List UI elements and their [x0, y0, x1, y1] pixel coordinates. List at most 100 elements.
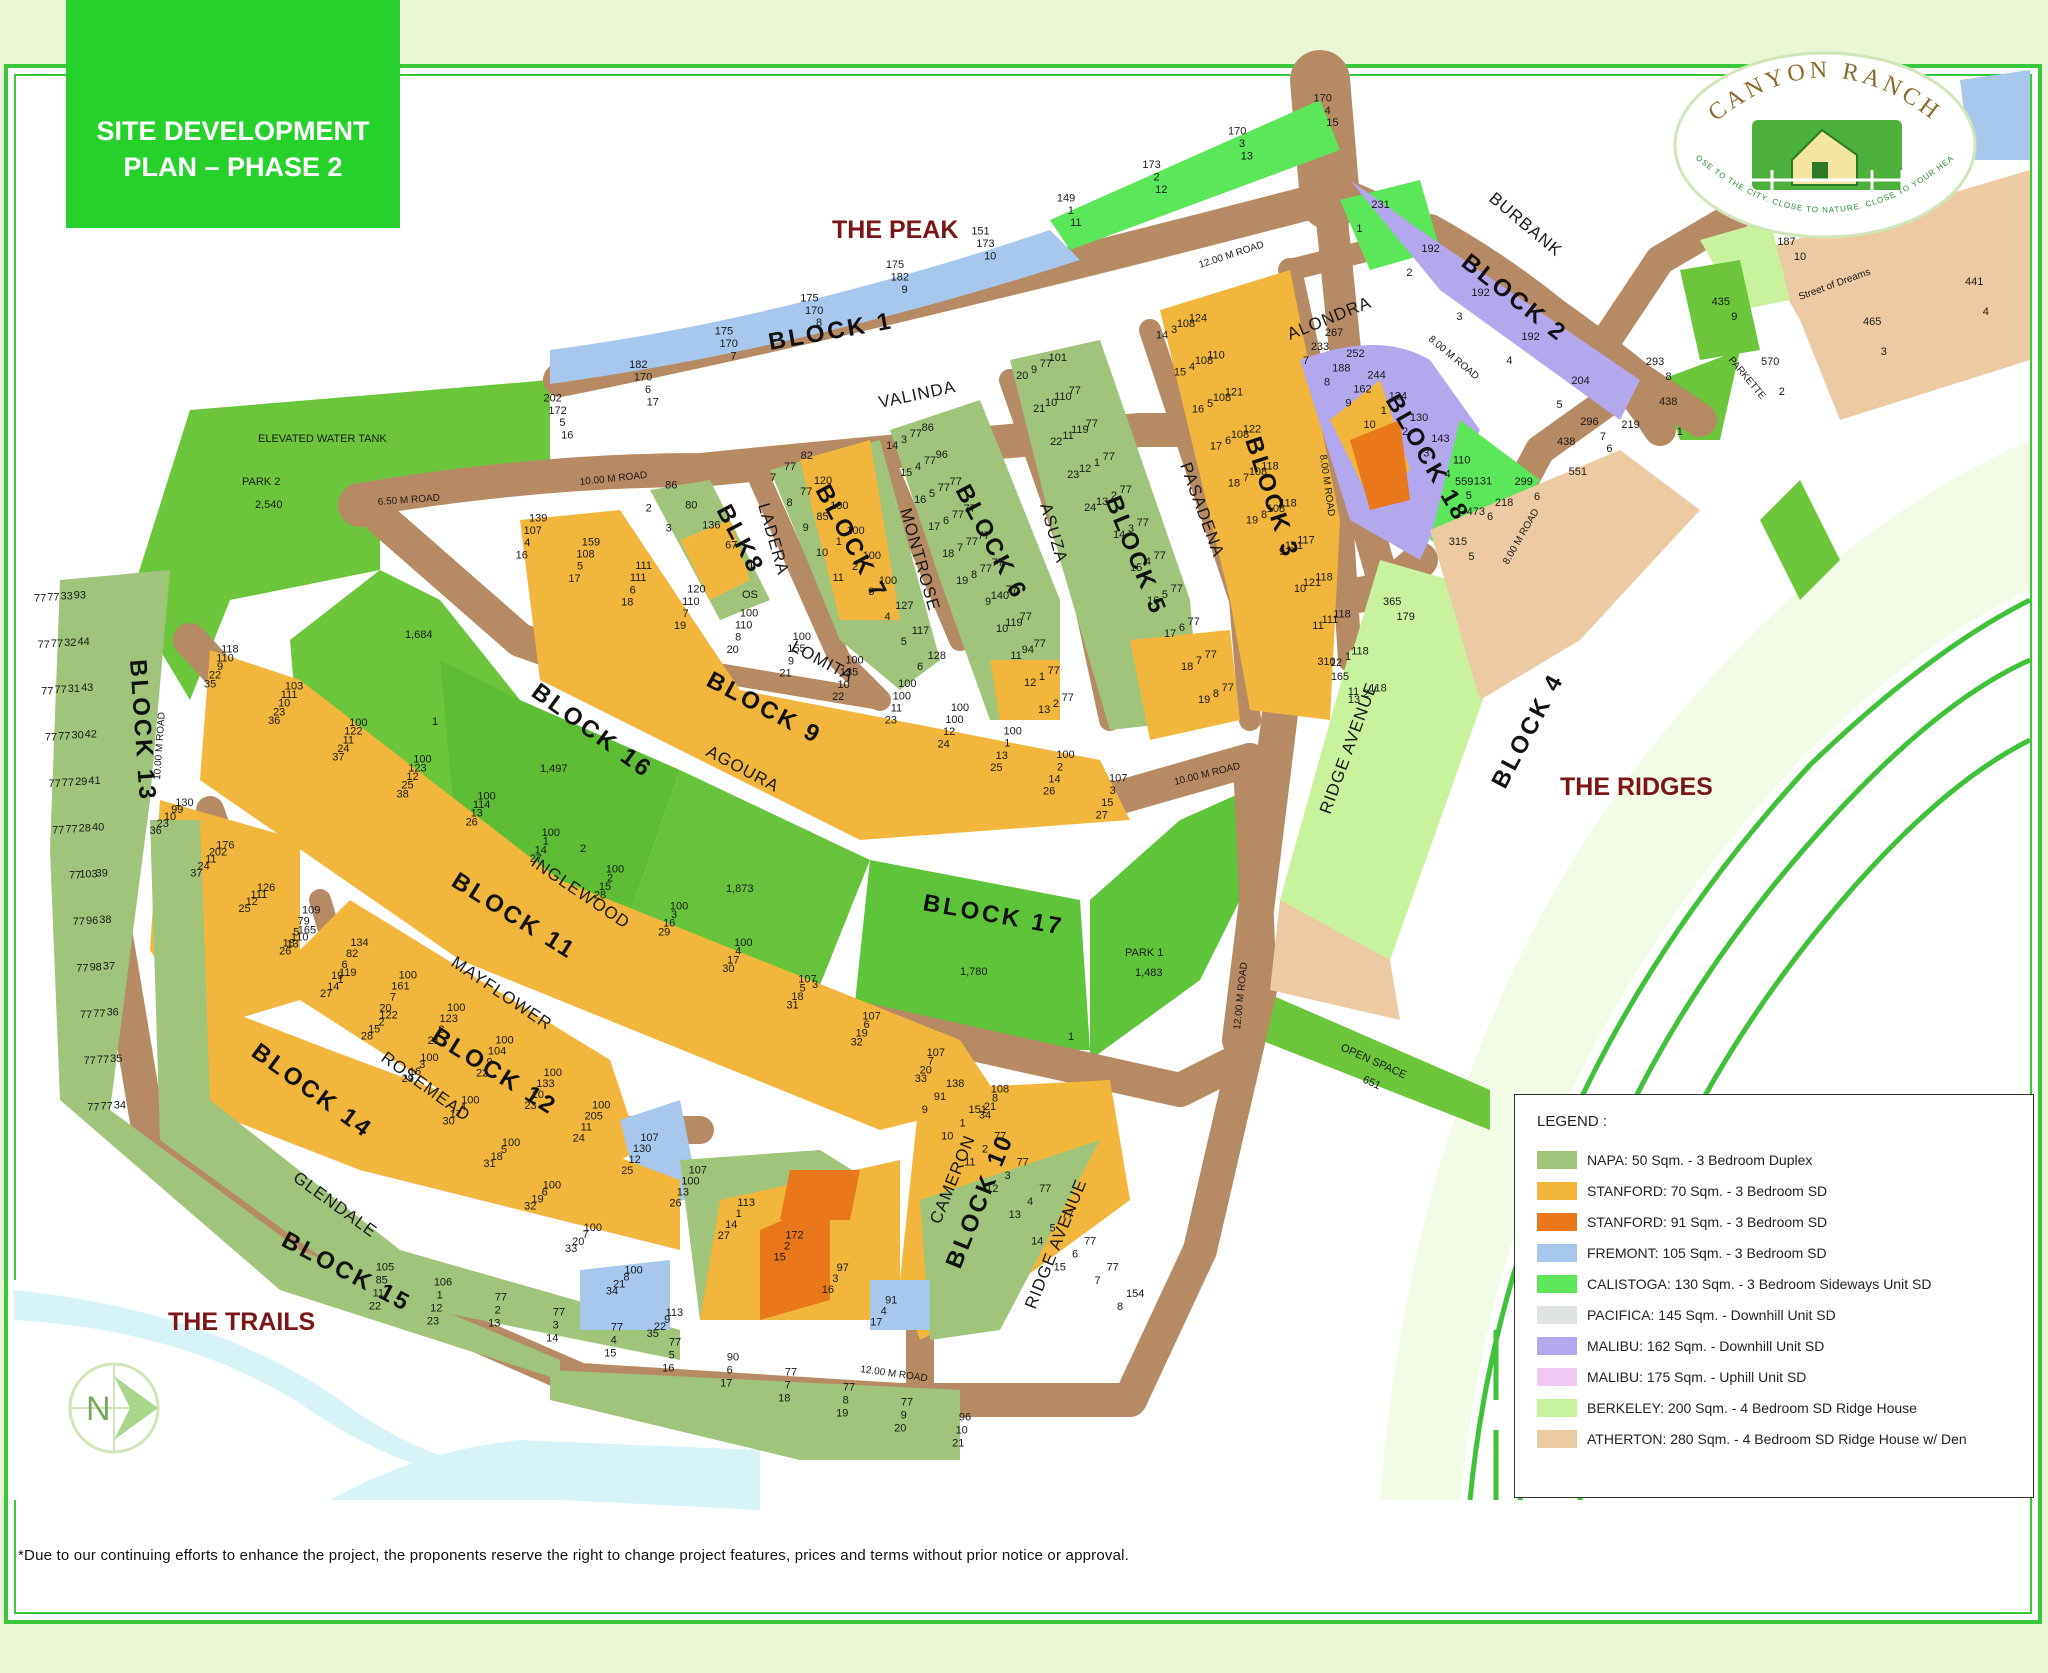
- lot-number: 19: [1246, 515, 1258, 527]
- lot-number: 77: [980, 563, 992, 575]
- lot-number: 21: [613, 1279, 625, 1291]
- block-6-napa: [890, 400, 1060, 720]
- lot-number: 133: [536, 1078, 554, 1090]
- lot-number: 110: [216, 652, 234, 664]
- block-12-stanford: [290, 900, 640, 1180]
- lot-number: 77: [1034, 638, 1046, 650]
- lot-number: 37: [332, 752, 344, 764]
- lot-number: 293: [1646, 356, 1664, 368]
- region-the-trails: THE TRAILS: [168, 1308, 315, 1336]
- lot-number: 117: [912, 625, 930, 637]
- lot-number: 182: [891, 272, 909, 284]
- lot-number: 187: [1777, 236, 1795, 248]
- lot-number: 20: [572, 1236, 584, 1248]
- lot-number: 19: [331, 970, 343, 982]
- lot-number: 100: [951, 702, 969, 714]
- lot-number: 21: [984, 1101, 996, 1113]
- legend-title: LEGEND :: [1537, 1113, 1608, 1130]
- lot-number: 2: [1053, 698, 1059, 710]
- lot-number: 139: [529, 513, 547, 525]
- lot-number: 161: [391, 981, 409, 993]
- lot-number: 100: [420, 1052, 438, 1064]
- lot-number: 3: [1171, 324, 1177, 336]
- water-stream: [14, 1280, 760, 1510]
- lot-number: 3: [1881, 346, 1887, 358]
- lot-number: 107: [927, 1047, 945, 1059]
- legend-item: CALISTOGA: 130 Sqm. - 3 Bedroom Sideways…: [1537, 1268, 2011, 1299]
- lot-number: 18: [621, 597, 633, 609]
- lot-number: 16: [663, 918, 675, 930]
- lot-number: 32: [851, 1036, 863, 1048]
- lot-number: 110: [291, 932, 309, 944]
- lot-number: 172: [548, 405, 566, 417]
- lot-number: 77: [784, 461, 796, 473]
- lot-number: 21: [428, 1035, 440, 1047]
- lot-number: 13: [488, 1318, 500, 1330]
- lot-number: 77: [495, 1292, 507, 1304]
- lot-number: 204: [1571, 375, 1589, 387]
- lot-number: 98: [90, 961, 102, 973]
- lot-number: 34: [114, 1099, 126, 1111]
- lot-number: 100: [740, 607, 758, 619]
- lot-number: 117: [1297, 534, 1315, 546]
- lot-number: 14: [1156, 330, 1168, 342]
- lot-number: 11: [1062, 430, 1073, 442]
- lot-number: 2: [646, 502, 652, 514]
- lot-number: 93: [74, 589, 86, 601]
- lot-number: 7: [682, 608, 688, 620]
- legend-swatch: [1537, 1398, 1577, 1417]
- label-b16-area-2: 1,497: [540, 763, 568, 775]
- lot-number: 110: [1207, 349, 1225, 361]
- lot-number: 202: [209, 847, 227, 859]
- region-the-peak: THE PEAK: [832, 216, 958, 244]
- lot-number: 205: [585, 1111, 603, 1123]
- lot-number: 10: [816, 547, 828, 559]
- lot-number: 23: [427, 1315, 439, 1327]
- legend-swatch: [1537, 1305, 1577, 1324]
- lot-number: 1: [543, 836, 549, 848]
- lot-number: 77: [87, 1102, 99, 1114]
- lot-number: 16: [1192, 404, 1204, 416]
- lot-number: 33: [915, 1073, 927, 1085]
- lot-number: 122: [1243, 423, 1261, 435]
- lot-number: 9: [487, 1057, 493, 1069]
- lot-number: 32: [524, 1200, 536, 1212]
- label-os: OS: [742, 589, 758, 601]
- lot-number: 10: [164, 811, 176, 823]
- lot-number: 7: [1094, 1275, 1100, 1287]
- lot-number: 35: [110, 1053, 122, 1065]
- lot-number: 11: [891, 703, 902, 715]
- lot-number: 24: [573, 1133, 585, 1145]
- lot-number: 77: [669, 1337, 681, 1349]
- lot-number: 108: [1213, 392, 1231, 404]
- lot-number: 6: [645, 384, 651, 396]
- lot-number: 80: [685, 500, 697, 512]
- lot-number: 108: [1267, 503, 1285, 515]
- lot-number: 77: [1205, 649, 1217, 661]
- lot-number: 7: [1243, 472, 1249, 484]
- lot-number: 16: [822, 1284, 834, 1296]
- lot-number: 33: [60, 591, 72, 603]
- lot-number: 96: [86, 915, 98, 927]
- lot-number: 4: [881, 1306, 887, 1318]
- lot-number: 77: [1062, 692, 1074, 704]
- lot-number: 20: [894, 1423, 906, 1435]
- lot-number: 130: [1410, 412, 1428, 424]
- label-park-1: PARK 1: [1125, 947, 1163, 959]
- lot-number: 6: [727, 1365, 733, 1377]
- lot-number: 12: [1024, 677, 1036, 689]
- lot-number: 77: [1006, 584, 1018, 596]
- lot-number: 3: [671, 909, 677, 921]
- lot-number: 77: [1120, 484, 1132, 496]
- lot-number: 155: [787, 643, 805, 655]
- lot-number: 9: [901, 1410, 907, 1422]
- lot-number: 77: [52, 824, 64, 836]
- lot-number: 30: [722, 963, 734, 975]
- lot-number: 17: [727, 954, 739, 966]
- lot-number: 170: [634, 372, 652, 384]
- lot-number: 23: [1067, 469, 1079, 481]
- lot-number: 9: [217, 661, 223, 673]
- lot-number: 28: [594, 890, 606, 902]
- lot-number: 7: [1600, 431, 1606, 443]
- lot-number: 13: [1241, 151, 1253, 163]
